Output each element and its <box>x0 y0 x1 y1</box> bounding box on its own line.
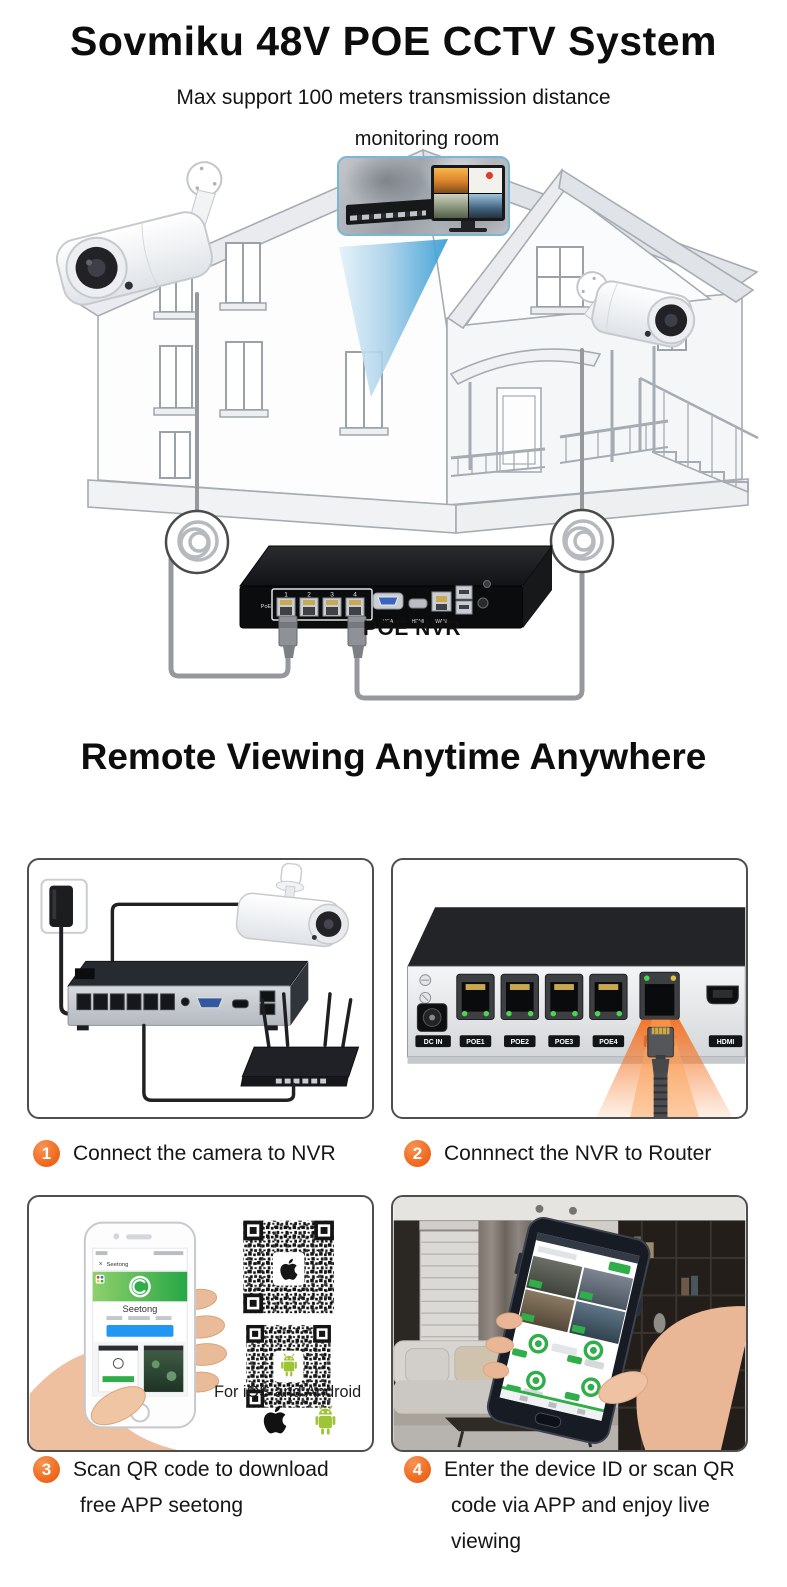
step-4: 4 Enter the device ID or scan QR code vi… <box>404 1452 735 1560</box>
camera-feed-1 <box>434 168 468 193</box>
remote-viewing-heading: Remote Viewing Anytime Anywhere <box>80 736 707 777</box>
step-4-text-line3: viewing <box>451 1530 522 1553</box>
home-button <box>534 1412 562 1428</box>
step-3-text-line1: Scan QR code to download <box>73 1458 329 1481</box>
earpiece <box>126 1234 152 1240</box>
bullet-camera-right <box>576 271 696 348</box>
panel-connect-router: DC IN POE1 POE2 POE3 POE4 HDMI <box>391 858 748 1119</box>
nav-app-name: Seetong <box>106 1262 128 1268</box>
poe-ports <box>456 973 628 1021</box>
step-3: 3 Scan QR code to download free APP seet… <box>33 1452 329 1524</box>
nvr-front-view <box>67 960 309 1031</box>
nvr-poe-ports <box>276 597 365 617</box>
step-3-text-line2: free APP seetong <box>80 1494 244 1517</box>
panel-scan-qr: × Seetong Seetong <box>27 1195 374 1452</box>
svg-text:POE2: POE2 <box>511 1039 530 1046</box>
nvr-top-band <box>407 907 746 967</box>
step-1: 1 Connect the camera to NVR <box>33 1136 336 1172</box>
app-title: Seetong <box>123 1304 158 1314</box>
step-2: 2 Connnect the NVR to Router <box>404 1136 711 1172</box>
svg-text:POE4: POE4 <box>599 1039 618 1046</box>
house-porch <box>449 346 759 493</box>
poe-nvr-label: POE NVR <box>362 617 462 640</box>
monitoring-room-inset <box>337 156 510 236</box>
dc-in-jack <box>416 1003 448 1032</box>
ethernet-plug <box>647 1026 674 1117</box>
device-list <box>505 1333 605 1402</box>
svg-text:POE3: POE3 <box>555 1039 574 1046</box>
camera-view-beam <box>339 239 448 397</box>
qr-code-android <box>242 1321 335 1412</box>
app-download-diagram: × Seetong Seetong <box>29 1216 361 1450</box>
step-4-badge: 4 <box>404 1456 431 1483</box>
svg-text:HDMI: HDMI <box>412 619 425 625</box>
svg-text:2: 2 <box>307 592 311 599</box>
wifi-router <box>240 992 360 1087</box>
nvr-to-router-cable <box>142 1023 296 1102</box>
svg-text:4: 4 <box>353 592 357 599</box>
nvr-rear-diagram: DC IN POE1 POE2 POE3 POE4 HDMI <box>407 907 746 1117</box>
nvr-connector-labels: VGA HDMI WAN <box>383 619 447 625</box>
nvr-rear-connectors <box>372 580 491 615</box>
poe-nvr-device: 1 2 3 4 PoE VGA <box>239 545 553 658</box>
nvr-plug-left <box>278 615 298 658</box>
download-button <box>106 1324 174 1337</box>
camera-cables <box>168 292 585 701</box>
step-2-badge: 2 <box>404 1140 431 1167</box>
svg-text:1: 1 <box>284 592 288 599</box>
cable-coil-right <box>549 508 615 574</box>
smartphone-seetong: × Seetong Seetong <box>83 1221 197 1429</box>
panel-live-viewing <box>391 1195 748 1452</box>
nvr-poe-chip-label: PoE <box>261 604 272 610</box>
step-3-badge: 3 <box>33 1456 60 1483</box>
monitoring-room-label: monitoring room <box>354 128 500 150</box>
front-camera <box>113 1233 120 1240</box>
page-subtitle: Max support 100 meters transmission dist… <box>176 86 611 109</box>
camera-to-nvr-cable <box>110 902 241 988</box>
live-view-photo <box>393 1197 746 1450</box>
thumb <box>90 1386 146 1426</box>
panel-screws <box>419 974 432 1004</box>
svg-text:HDMI: HDMI <box>717 1039 735 1046</box>
bullet-camera-left <box>55 161 223 306</box>
step-4-text-line1: Enter the device ID or scan QR <box>444 1458 735 1481</box>
qr-caption: For iOS and Android <box>214 1383 361 1401</box>
step-4-text-line2: code via APP and enjoy live <box>451 1494 710 1517</box>
svg-text:POE1: POE1 <box>466 1039 485 1046</box>
monitoring-room-nvr <box>346 198 432 226</box>
cctv-system-diagram: 1 2 3 4 PoE VGA <box>55 148 759 701</box>
camera-feed-4 <box>468 193 502 218</box>
quad-view-screen <box>434 168 502 218</box>
camera-feed-2 <box>468 168 502 193</box>
power-outlet <box>40 878 88 934</box>
camera-thumbnails <box>518 1255 634 1344</box>
step-1-text: Connect the camera to NVR <box>73 1142 336 1165</box>
lan-port <box>639 971 680 1021</box>
nvr-power-switch <box>74 968 95 980</box>
panel1-bullet-camera <box>235 862 350 948</box>
svg-text:WAN: WAN <box>435 619 447 625</box>
panel-connect-camera <box>27 858 374 1119</box>
step-2-text: Connnect the NVR to Router <box>444 1142 712 1165</box>
svg-text:DC IN: DC IN <box>424 1039 443 1046</box>
svg-text:VGA: VGA <box>383 619 394 625</box>
connect-camera-diagram <box>40 862 360 1102</box>
fingertips <box>482 1312 523 1379</box>
cable-coil-left <box>164 509 230 575</box>
hand-with-phone <box>482 1217 746 1450</box>
monitoring-room-monitor <box>431 165 505 221</box>
thumb <box>598 1371 648 1405</box>
monitor-stand <box>461 221 475 228</box>
page-title: Sovmiku 48V POE CCTV System <box>70 18 717 64</box>
qr-code-ios <box>239 1216 338 1318</box>
nvr-plug-right <box>347 615 367 658</box>
svg-text:3: 3 <box>330 592 334 599</box>
nvr-port-numbers: 1 2 3 4 <box>284 592 357 599</box>
camera-feed-3 <box>434 193 468 218</box>
close-icon: × <box>99 1261 103 1268</box>
step-1-badge: 1 <box>33 1140 60 1167</box>
monitor-base <box>449 228 487 232</box>
